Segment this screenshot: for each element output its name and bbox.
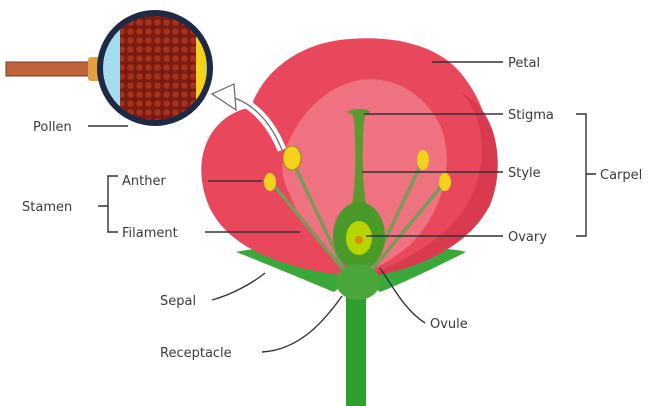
magnifier-handle — [6, 62, 94, 76]
label-petal: Petal — [508, 56, 540, 71]
anther-left-top — [283, 146, 301, 170]
label-ovary: Ovary — [508, 230, 547, 245]
magnifier-icon — [100, 8, 210, 133]
stem — [346, 285, 366, 406]
label-carpel: Carpel — [600, 168, 642, 183]
anther-left — [264, 173, 276, 191]
label-stigma: Stigma — [508, 108, 554, 123]
receptacle — [336, 264, 380, 300]
label-style: Style — [508, 166, 541, 181]
ovule-dot — [355, 236, 363, 244]
stamen-bracket — [98, 176, 118, 232]
anther-right-top — [417, 150, 429, 170]
label-stamen: Stamen — [22, 200, 72, 215]
label-ovule: Ovule — [430, 317, 468, 332]
label-sepal: Sepal — [160, 294, 196, 309]
label-receptacle: Receptacle — [160, 346, 232, 361]
anther-right — [439, 173, 451, 191]
carpel-bracket — [576, 114, 596, 236]
label-pollen: Pollen — [33, 120, 72, 135]
label-filament: Filament — [122, 226, 178, 241]
label-anther: Anther — [122, 174, 166, 189]
